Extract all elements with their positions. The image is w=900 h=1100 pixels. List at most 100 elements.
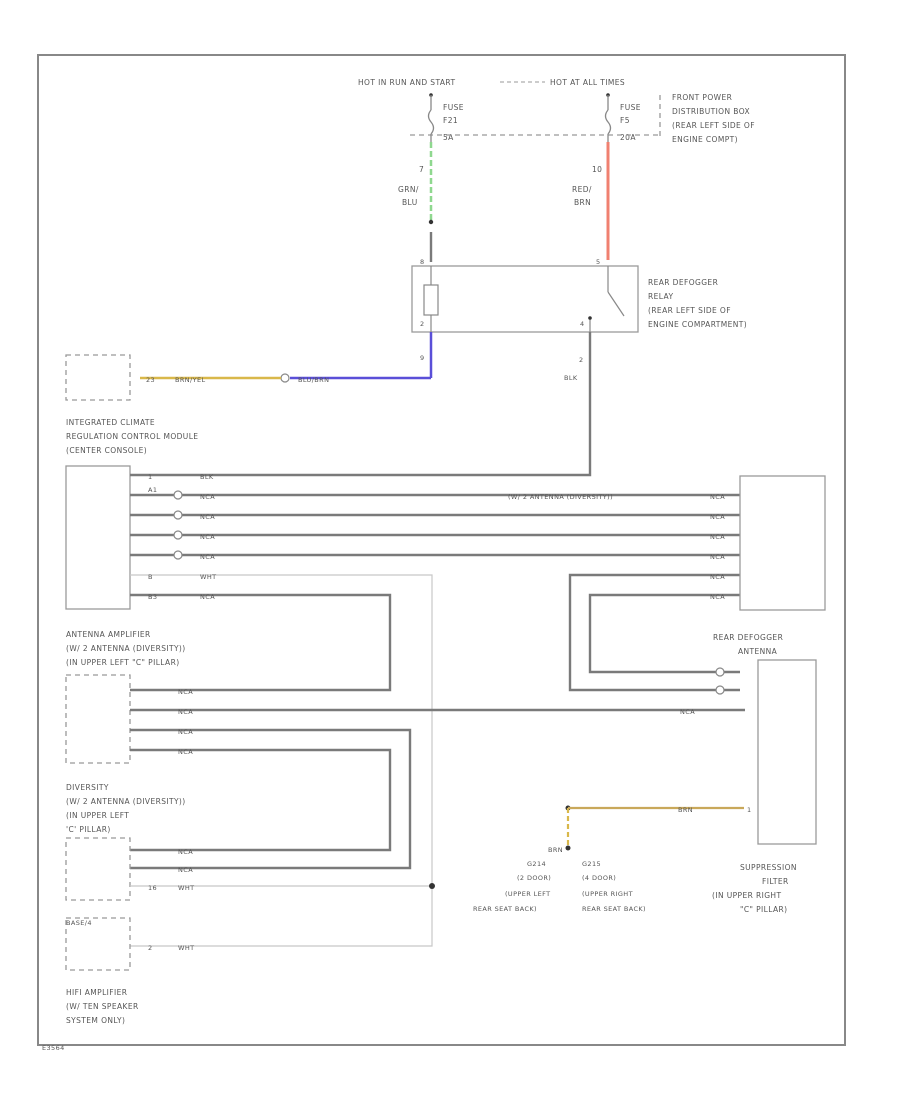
g215-line-4: REAR SEAT BACK) xyxy=(582,905,646,913)
suppression-wire-pin: 1 xyxy=(747,806,752,814)
rear-defogger-relay-box xyxy=(411,265,639,333)
module-wire-nca-5-pin: B3 xyxy=(148,593,157,601)
front-power-box-line-3: (REAR LEFT SIDE OF xyxy=(672,121,755,130)
climate-link-color-1: BRN/YEL xyxy=(175,376,206,384)
module-wire-wht-color: WHT xyxy=(200,573,217,581)
g214-line-2: (2 DOOR) xyxy=(517,874,551,882)
right-wire-color-3: NCA xyxy=(710,533,725,541)
climate-link-component xyxy=(65,354,131,401)
module-wire-blk: 1 BLK xyxy=(130,473,592,481)
module-wire-nca-4-connector xyxy=(173,550,183,560)
wire-right-top-color-2: BRN xyxy=(574,198,591,207)
module-wire-blk-path xyxy=(130,473,592,477)
amp-wire-loop-outer xyxy=(130,728,412,870)
fuse-f5-rating: 20A xyxy=(620,133,636,142)
climate-link-connector xyxy=(280,373,290,383)
long-wire-right-color: NCA xyxy=(680,708,695,716)
amp-wire-loop-inner xyxy=(130,748,392,852)
climate-module-line-2: REGULATION CONTROL MODULE xyxy=(66,432,198,441)
hifi-amplifier-component xyxy=(65,917,131,971)
amp-wire-color-4: NCA xyxy=(178,748,193,756)
antenna-amplifier-line-3: (IN UPPER LEFT "C" PILLAR) xyxy=(66,658,180,667)
climate-module-box xyxy=(65,465,131,610)
diversity-component xyxy=(65,837,131,901)
climate-module-line-1: INTEGRATED CLIMATE xyxy=(66,418,155,427)
right-wire-color-2: NCA xyxy=(710,513,725,521)
diversity-line-3: (IN UPPER LEFT xyxy=(66,811,129,820)
relay-pin-right-bottom: 4 xyxy=(580,320,585,328)
suppression-filter-line-2: FILTER xyxy=(762,877,789,886)
amp-wire-color-2: NCA xyxy=(178,708,193,716)
suppression-wire-color: BRN xyxy=(678,806,693,814)
ground-bottom-dot xyxy=(565,845,571,851)
hifi-amplifier-line-1: HIFI AMPLIFIER xyxy=(66,988,127,997)
suppression-filter-line-1: SUPPRESSION xyxy=(740,863,797,872)
diversity-line-2: (W/ 2 ANTENNA (DIVERSITY)) xyxy=(66,797,186,806)
ground-color: BRN xyxy=(548,846,563,854)
g215-line-3: (UPPER RIGHT xyxy=(582,890,633,898)
corner-code: E3564 xyxy=(42,1044,65,1052)
climate-link-pin: 23 xyxy=(146,376,155,384)
fuse-f21-id: F21 xyxy=(443,116,458,125)
diversity-wire-color-3: WHT xyxy=(178,884,195,892)
module-wire-wht-pin: B xyxy=(148,573,153,581)
wire-left-top-color-1: GRN/ xyxy=(398,185,419,194)
diversity-antenna-component xyxy=(739,475,826,611)
diversity-line-1: DIVERSITY xyxy=(66,783,109,792)
diversity-wire-color-2: NCA xyxy=(178,866,193,874)
g214-line-1: G214 xyxy=(527,860,546,868)
g214-line-3: (UPPER LEFT xyxy=(505,890,551,898)
antenna-connector-2 xyxy=(715,685,725,695)
splice-dot xyxy=(429,883,435,889)
module-wire-nca-5-color: NCA xyxy=(200,593,215,601)
relay-name-line-2: RELAY xyxy=(648,292,673,301)
module-wire-nca-3-connector xyxy=(173,530,183,540)
g214-line-4: REAR SEAT BACK) xyxy=(473,905,537,913)
fuse-f21-label: FUSE xyxy=(443,103,464,112)
wire-right-top-color-1: RED/ xyxy=(572,185,592,194)
relay-out-left-pin: 9 xyxy=(420,354,425,362)
right-wire-color-5: NCA xyxy=(710,573,725,581)
climate-module-line-3: (CENTER CONSOLE) xyxy=(66,446,147,455)
front-power-box-line-1: FRONT POWER xyxy=(672,93,732,102)
amp-wire-color-3: NCA xyxy=(178,728,193,736)
hifi-tag: BASE/4 xyxy=(66,919,92,927)
diagram-frame xyxy=(37,54,846,1046)
module-wire-nca-5: B3 NCA xyxy=(130,593,392,692)
module-wire-blk-pin: 1 xyxy=(148,473,153,481)
module-wire-wht: B WHT xyxy=(130,573,433,947)
antenna-amplifier-component xyxy=(65,674,131,764)
right-wire-color-6: NCA xyxy=(710,593,725,601)
module-wire-nca-3-color: NCA xyxy=(200,533,215,541)
module-wire-nca-3: NCA xyxy=(130,530,740,541)
module-wire-nca-2: NCA xyxy=(130,510,740,521)
rear-defogger-antenna-line-1: REAR DEFOGGER xyxy=(713,633,783,642)
wire-left-junction-dot xyxy=(428,219,434,225)
relay-switch-contact xyxy=(607,291,625,317)
diversity-wire-pin: 16 xyxy=(148,884,157,892)
front-power-box-boundary xyxy=(410,95,661,140)
antenna-amplifier-line-1: ANTENNA AMPLIFIER xyxy=(66,630,151,639)
right-wire-loop-1 xyxy=(568,573,740,692)
fuse-f21-rating: 5A xyxy=(443,133,454,142)
fuse-f5-id: F5 xyxy=(620,116,630,125)
fuse-f5-symbol xyxy=(604,109,612,135)
suppression-filter-line-3: (IN UPPER RIGHT xyxy=(712,891,781,900)
g215-line-2: (4 DOOR) xyxy=(582,874,616,882)
hot-run-start-label: HOT IN RUN AND START xyxy=(358,78,455,87)
relay-pin-left-bottom: 2 xyxy=(420,320,425,328)
g215-line-1: G215 xyxy=(582,860,601,868)
module-wire-nca-1-pin: A1 xyxy=(148,486,157,494)
antenna-amplifier-line-2: (W/ 2 ANTENNA (DIVERSITY)) xyxy=(66,644,186,653)
right-wire-loop-2 xyxy=(588,593,740,674)
front-power-box-line-2: DISTRIBUTION BOX xyxy=(672,107,750,116)
hot-all-times-label: HOT AT ALL TIMES xyxy=(550,78,625,87)
right-wire-color-4: NCA xyxy=(710,553,725,561)
relay-out-right-pin: 2 xyxy=(579,356,584,364)
module-wire-nca-4: NCA xyxy=(130,550,740,561)
fuse-f5-label: FUSE xyxy=(620,103,641,112)
module-wire-nca-1-color: NCA xyxy=(200,493,215,501)
amp-wire-color-1: NCA xyxy=(178,688,193,696)
relay-name-line-1: REAR DEFOGGER xyxy=(648,278,718,287)
front-power-box-line-4: ENGINE COMPT) xyxy=(672,135,738,144)
